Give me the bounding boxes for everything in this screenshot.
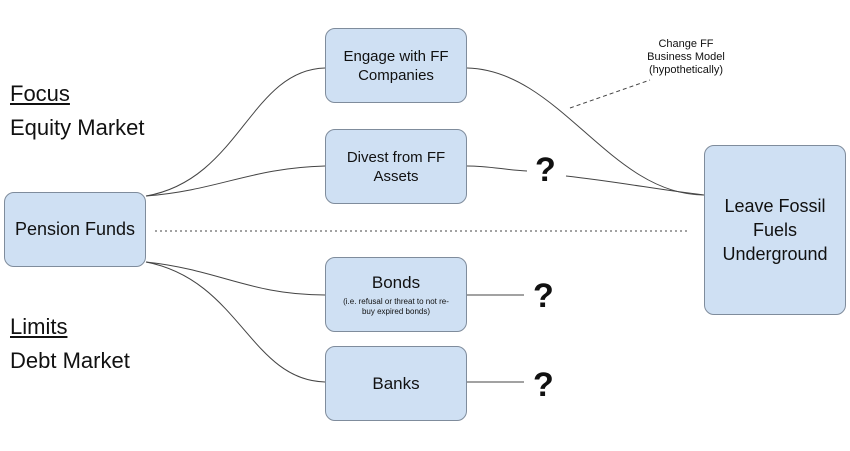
question-mark-banks: ? (533, 366, 554, 404)
focus-heading: Focus (10, 81, 70, 106)
equity-market-label: Equity Market (10, 115, 145, 140)
question-mark-bonds: ? (533, 277, 554, 315)
connector-pension-engage (145, 67, 326, 197)
divest-node: Divest from FF Assets (325, 129, 467, 204)
bonds-node: Bonds (i.e. refusal or threat to not re-… (325, 257, 467, 332)
business-model-annotation: Change FF Business Model (hypothetically… (626, 38, 746, 77)
bonds-note: (i.e. refusal or threat to not re-buy ex… (343, 296, 449, 316)
annotation-leader-line (569, 79, 651, 109)
divest-label: Divest from FF Assets (346, 148, 446, 185)
annotation-line-3: (hypothetically) (649, 64, 723, 76)
banks-label: Banks (372, 373, 420, 393)
question-mark-divest: ? (535, 151, 556, 189)
connector-pension-bonds (145, 261, 326, 296)
banks-node: Banks (325, 346, 467, 421)
connector-pension-banks (145, 261, 326, 383)
pension-funds-label: Pension Funds (14, 219, 136, 239)
goal-label: Leave Fossil Fuels Underground (722, 196, 828, 264)
connector-question-goal (565, 175, 705, 196)
engage-node: Engage with FF Companies (325, 28, 467, 103)
debt-market-label: Debt Market (10, 348, 130, 373)
goal-node: Leave Fossil Fuels Underground (704, 145, 846, 315)
pension-funds-node: Pension Funds (4, 192, 146, 267)
bonds-label: Bonds (371, 272, 421, 292)
connector-engage-goal (466, 67, 705, 196)
limits-heading: Limits (10, 314, 68, 339)
connector-divest-question (466, 165, 528, 172)
engage-label: Engage with FF Companies (343, 47, 449, 84)
connector-pension-divest (145, 165, 326, 197)
annotation-line-2: Business Model (647, 51, 725, 63)
annotation-line-1: Change FF (658, 38, 714, 50)
